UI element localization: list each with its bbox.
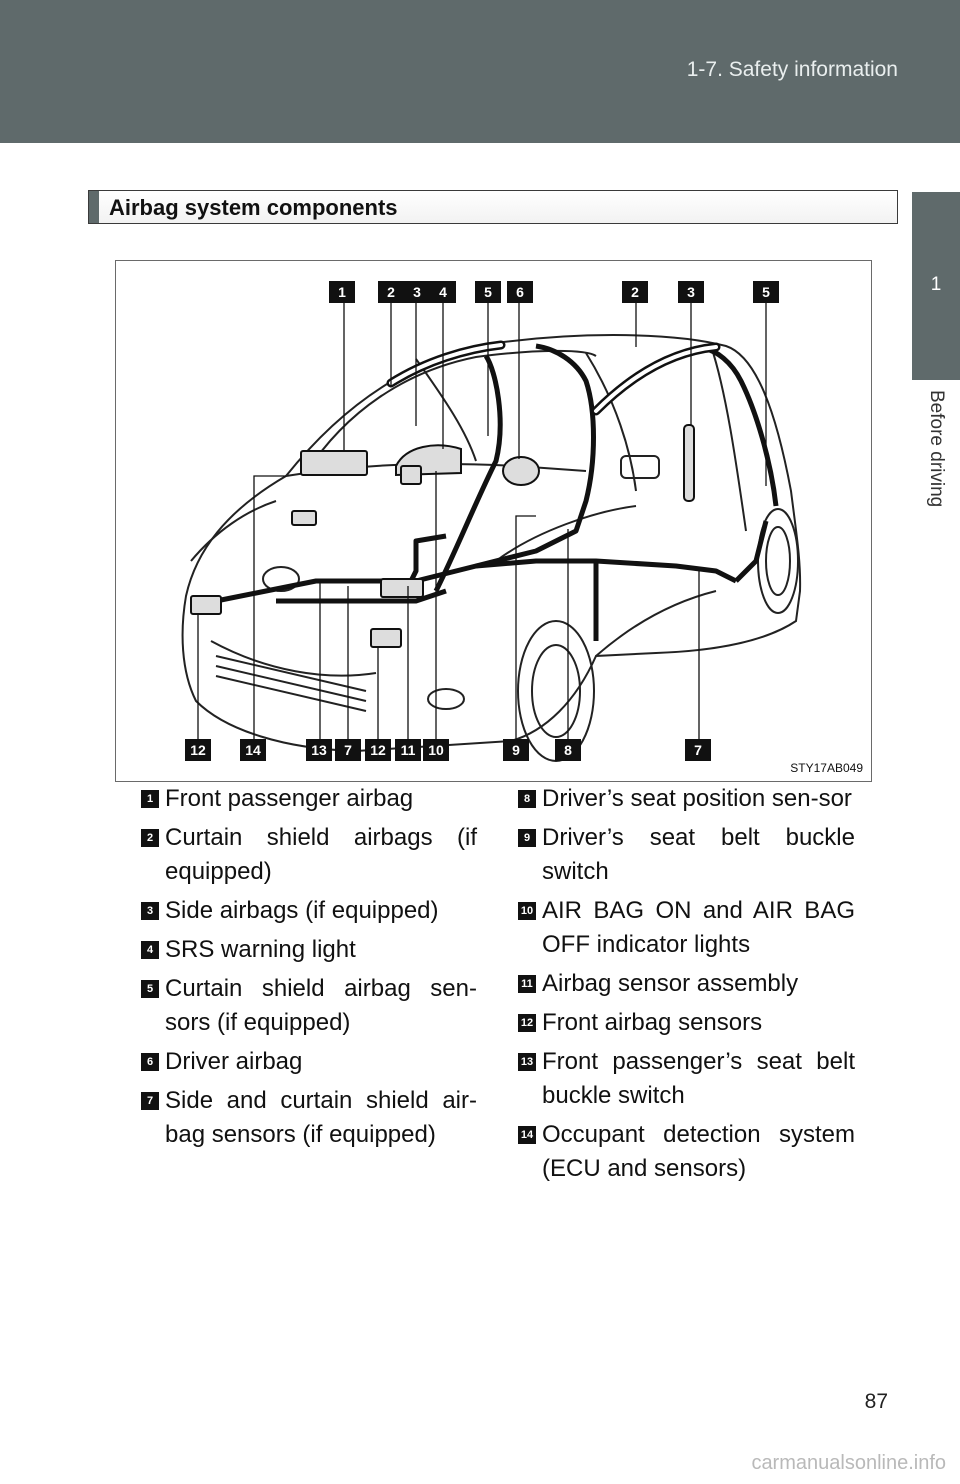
callout-bottom-12b: 12 [365,739,391,761]
legend-label: Front airbag sensors [542,1009,763,1036]
callout-bottom-7: 7 [335,739,361,761]
legend-marker: 4 [141,941,159,959]
legend-marker: 7 [141,1092,159,1110]
legend-right: 8 Driver’s seat position sen-sor 9 Driver’… [518,782,855,1191]
callout-bottom-9: 9 [503,739,529,761]
callout-bottom-13: 13 [306,739,332,761]
legend-label: Front passenger airbag [165,785,414,812]
callout-top-2b: 2 [622,281,648,303]
section-heading: Airbag system components [109,195,398,220]
airbag-diagram: 1 2 3 4 5 6 2 3 5 12 14 13 7 12 11 10 9 … [115,260,872,782]
watermark: carmanualsonline.info [751,1452,946,1474]
legend-marker: 8 [518,790,536,808]
legend-label: AIR BAG ON and AIR BAG OFF indicator lig… [542,897,855,958]
callout-top-4: 4 [430,281,456,303]
chapter-title-vertical: Before driving [912,380,960,580]
figure-code: STY17AB049 [790,761,863,775]
callout-top-2: 2 [378,281,404,303]
section-heading-bar: Airbag system components [88,190,898,224]
legend-label: Occupant detection system (ECU and senso… [542,1121,855,1182]
legend-label: Driver’s seat belt buckle switch [542,824,855,885]
legend-item: 5 Curtain shield airbag sen-sors (if equi… [141,972,477,1040]
legend-marker: 9 [518,829,536,847]
legend-marker: 1 [141,790,159,808]
legend-item: 10 AIR BAG ON and AIR BAG OFF indicator l… [518,894,855,962]
callout-bottom-7b: 7 [685,739,711,761]
legend-marker: 11 [518,975,536,993]
legend-item: 2 Curtain shield airbags (if equipped) [141,821,477,889]
legend-marker: 14 [518,1126,536,1144]
legend-label: Curtain shield airbag sen-sors (if equip… [165,975,477,1036]
legend-label: Driver’s seat position sen-sor [542,785,852,812]
legend-item: 7 Side and curtain shield air-bag sensors… [141,1084,477,1152]
callout-top-3b: 3 [678,281,704,303]
callout-top-3: 3 [404,281,430,303]
legend-item: 11 Airbag sensor assembly [518,967,855,1001]
legend-item: 1 Front passenger airbag [141,782,477,816]
chapter-title: Before driving [926,390,947,508]
callout-top-5b: 5 [753,281,779,303]
chapter-number: 1 [930,274,942,295]
callout-bottom-8: 8 [555,739,581,761]
legend-label: Airbag sensor assembly [542,970,799,997]
legend-marker: 10 [518,902,536,920]
section-title: 1-7. Safety information [686,58,898,81]
callout-bottom-10: 10 [423,739,449,761]
callout-bottom-14: 14 [240,739,266,761]
legend-marker: 13 [518,1053,536,1071]
legend-item: 6 Driver airbag [141,1045,477,1079]
callout-top-5: 5 [475,281,501,303]
legend-label: SRS warning light [165,936,356,963]
heading-accent [89,191,99,223]
legend-label: Side airbags (if equipped) [165,897,439,924]
callout-bottom-11: 11 [395,739,421,761]
legend-marker: 5 [141,980,159,998]
callout-bottom-12: 12 [185,739,211,761]
legend-item: 9 Driver’s seat belt buckle switch [518,821,855,889]
car-illustration [181,301,802,762]
chapter-tab: 1 [912,192,960,380]
legend-item: 13 Front passenger’s seat belt buckle swi… [518,1045,855,1113]
page-number: 87 [864,1390,888,1413]
legend-marker: 6 [141,1053,159,1071]
legend-item: 3 Side airbags (if equipped) [141,894,477,928]
callout-top-1: 1 [329,281,355,303]
legend-label: Front passenger’s seat belt buckle switc… [542,1048,855,1109]
legend-marker: 3 [141,902,159,920]
legend-item: 12 Front airbag sensors [518,1006,855,1040]
callout-top-6: 6 [507,281,533,303]
page-header: 1-7. Safety information [0,0,960,143]
legend-marker: 2 [141,829,159,847]
legend-item: 4 SRS warning light [141,933,477,967]
legend-item: 8 Driver’s seat position sen-sor [518,782,855,816]
legend-label: Curtain shield airbags (if equipped) [165,824,477,885]
legend-item: 14 Occupant detection system (ECU and sen… [518,1118,855,1186]
legend-label: Side and curtain shield air-bag sensors … [165,1087,477,1148]
legend-marker: 12 [518,1014,536,1032]
legend-label: Driver airbag [165,1048,303,1075]
